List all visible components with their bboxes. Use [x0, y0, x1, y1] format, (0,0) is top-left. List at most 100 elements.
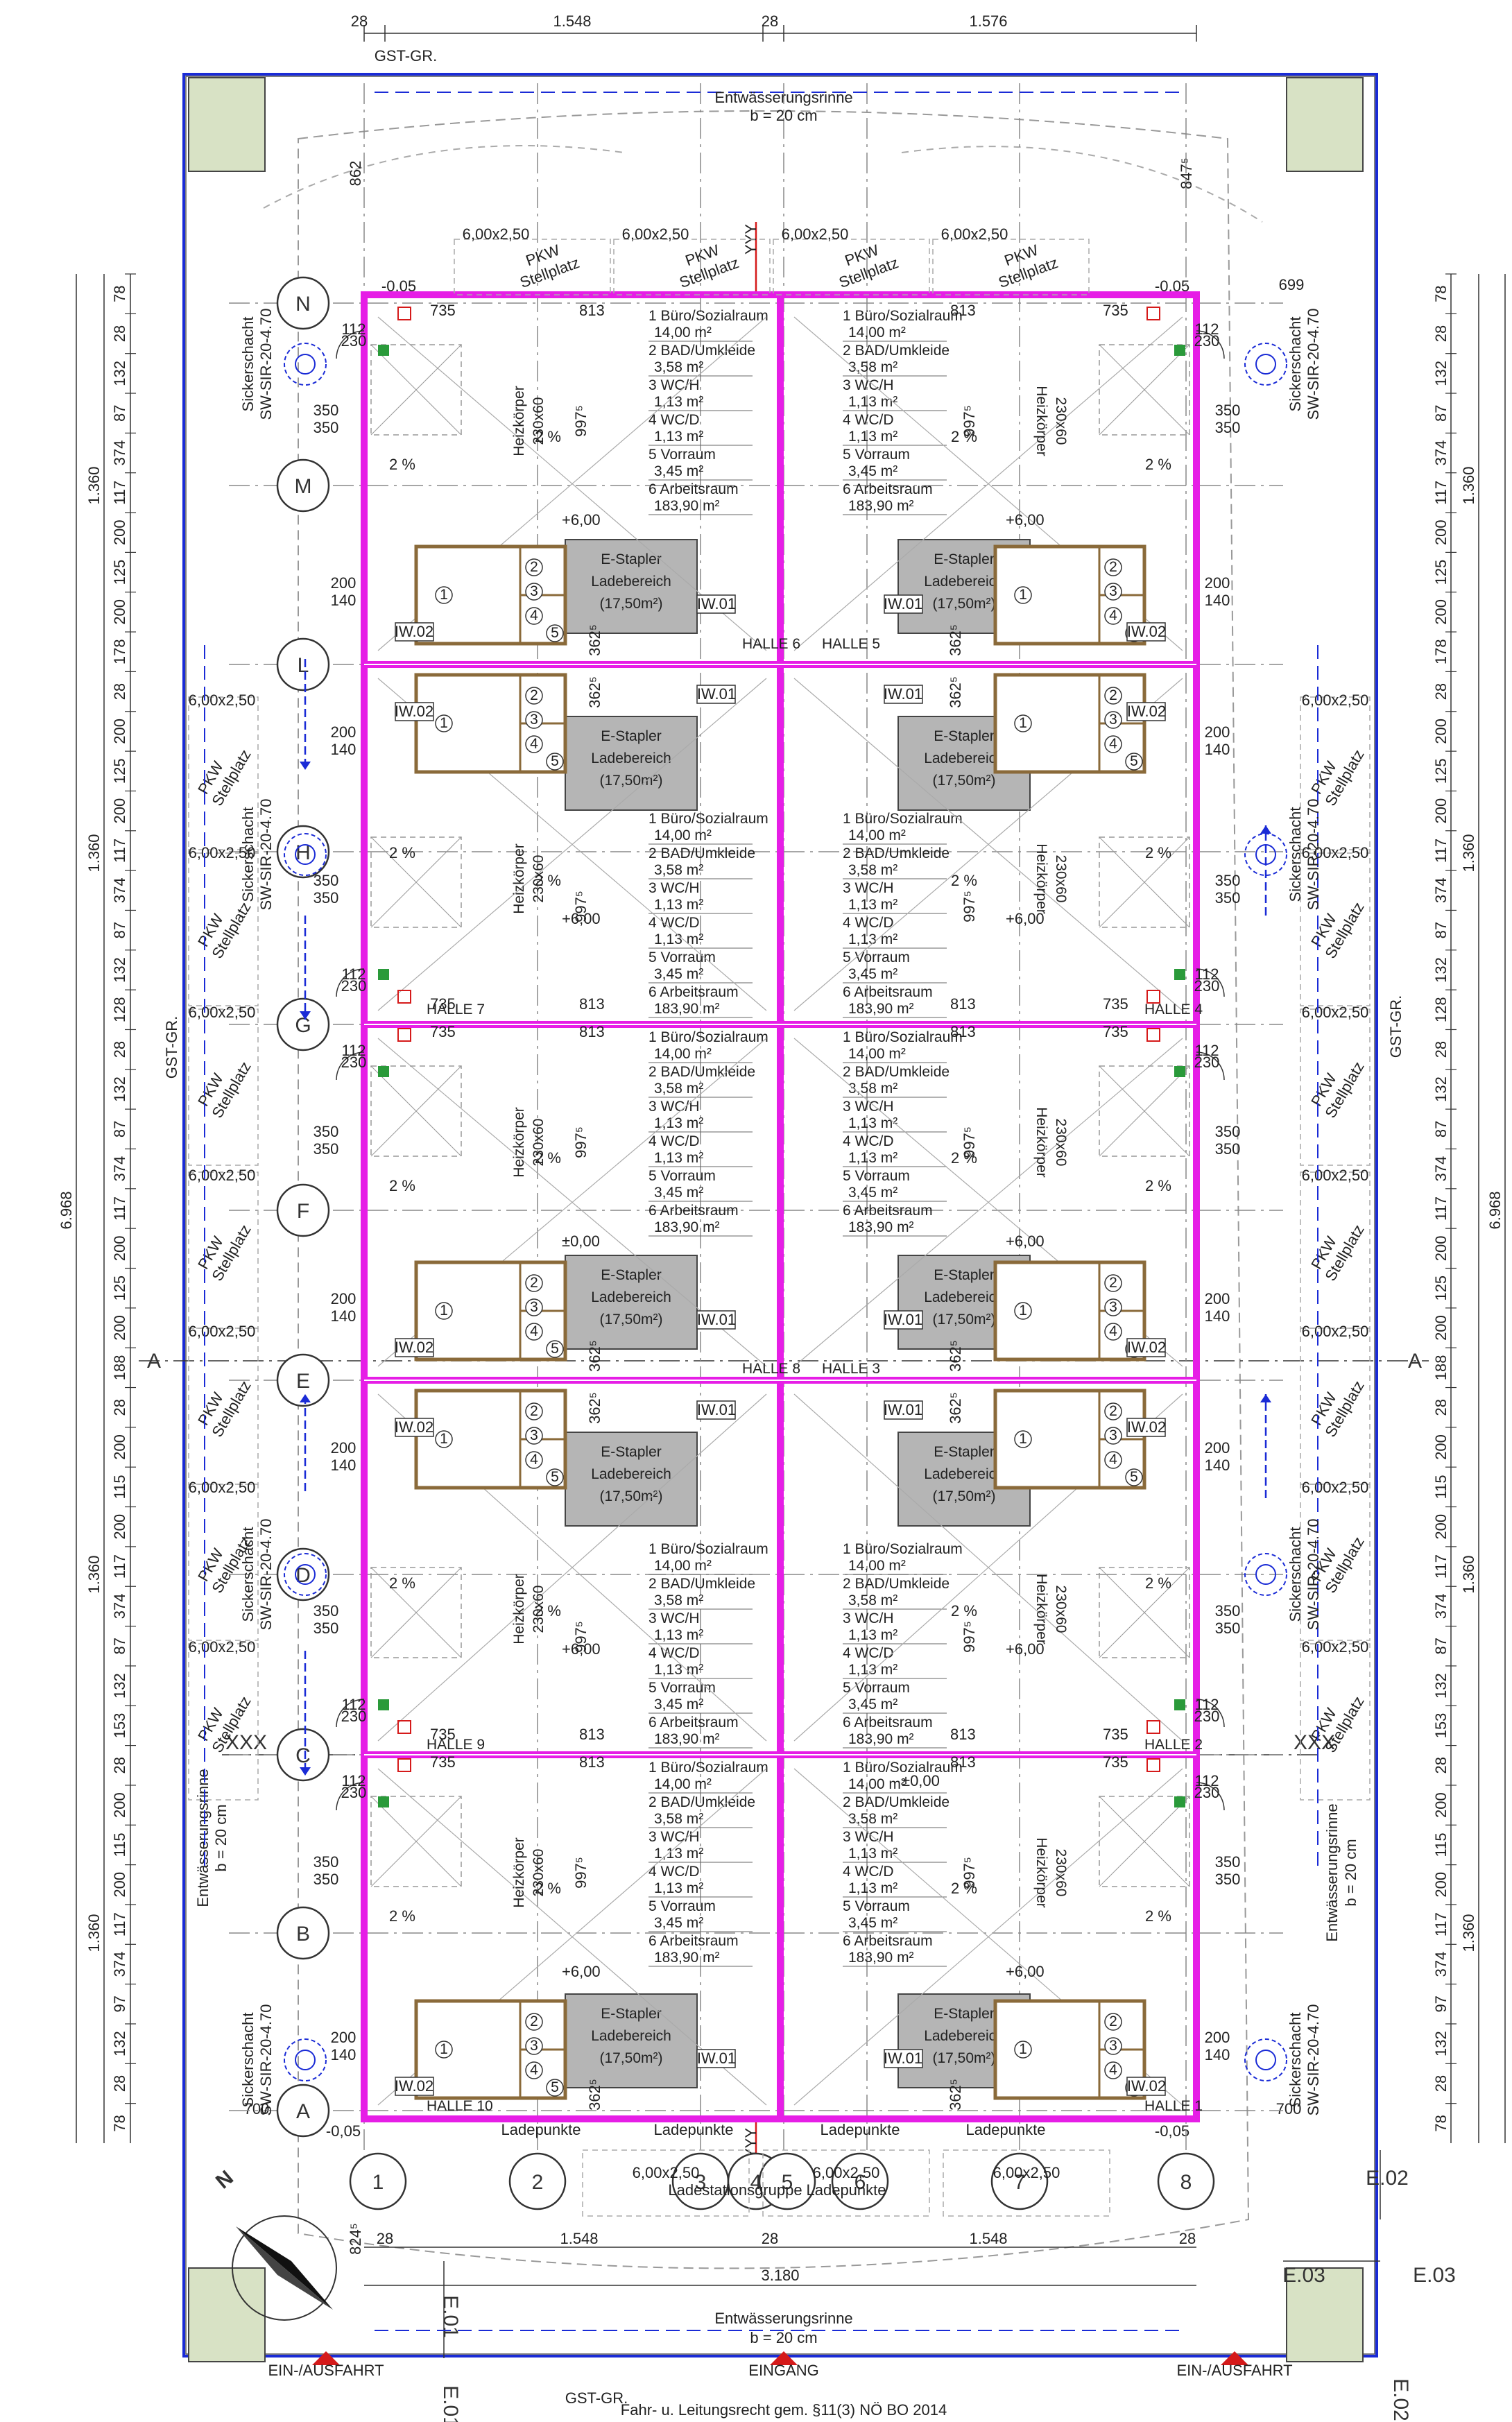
- wall-tag-label: IW.01: [697, 595, 736, 612]
- room-number-bubble: [546, 624, 564, 642]
- slope-label: 2 %: [951, 1149, 977, 1167]
- stapler-label: (17,50m²): [932, 596, 995, 612]
- wall-tag-label: IW.01: [697, 1311, 736, 1328]
- dim-230: 230: [341, 1708, 367, 1725]
- grid-col-bubble: [990, 2152, 1049, 2210]
- left-chain-dim: 374: [111, 1594, 128, 1620]
- wall-tag-label: IW.02: [395, 703, 433, 720]
- room-number: 2: [1109, 687, 1117, 703]
- wc-cell: [519, 594, 567, 645]
- seepage-spec: SW-SIR-20-4.70: [1305, 799, 1322, 911]
- diagonal: [793, 1038, 1183, 1367]
- ladepunkte-label: Ladepunkte: [807, 2181, 886, 2199]
- shaft: [1099, 1567, 1190, 1658]
- dim-140: 140: [1205, 1307, 1230, 1325]
- gst-label: GST-GR.: [375, 47, 437, 65]
- exit-sign-icon: [397, 307, 411, 320]
- dim-200: 200: [1205, 2029, 1230, 2046]
- stapler-label: E-Stapler: [601, 1444, 662, 1460]
- dim-997: 997⁵: [961, 891, 978, 922]
- dim-350: 350: [313, 872, 339, 889]
- dim-997: 997⁵: [572, 891, 590, 922]
- left-chain-dim: 200: [111, 1514, 128, 1540]
- room-area: 1,13 m²: [848, 931, 897, 947]
- left-chain-dim: 117: [111, 1912, 128, 1936]
- wall-tag: [1126, 1418, 1166, 1437]
- slope-label: 2 %: [1145, 1177, 1171, 1194]
- grid-row-bubble: [276, 458, 330, 513]
- stapler-label: (17,50m²): [932, 1312, 995, 1328]
- legal-note: Fahr- u. Leitungsrecht gem. §11(3) NÖ BO…: [621, 2401, 947, 2419]
- room-area: 183,90 m²: [654, 1219, 720, 1235]
- right-chain-dim: 125: [1432, 758, 1450, 784]
- seepage-shaft-icon: [1244, 2038, 1287, 2081]
- ladepunkte-label: Ladepunkte: [501, 2121, 581, 2138]
- room-number: 2: [530, 687, 538, 703]
- grid-row-bubble: [276, 637, 330, 692]
- room-area: 3,58 m²: [654, 1081, 703, 1097]
- left-chain-dim: 28: [111, 683, 128, 700]
- section-e03-label: E.03: [1413, 2264, 1456, 2287]
- room-name: 6 Arbeitsraum: [648, 1933, 739, 1949]
- room-number-bubble: [1125, 1468, 1143, 1486]
- room-area: 183,90 m²: [848, 1001, 914, 1017]
- first-aid-icon: [1174, 1699, 1185, 1710]
- left-chain-dim: 115: [111, 1832, 128, 1857]
- room-name: 4 WC/D: [648, 915, 700, 931]
- room-name: 4 WC/D: [843, 1133, 894, 1149]
- entrance-label: EIN-/AUSFAHRT: [268, 2362, 384, 2379]
- dim-735: 735: [1103, 1726, 1128, 1743]
- elevation: +6,00: [1006, 1963, 1045, 1980]
- seepage-spec: SW-SIR-20-4.70: [257, 309, 275, 420]
- exit-sign-icon: [1146, 1720, 1160, 1734]
- room-area: 183,90 m²: [654, 498, 720, 514]
- heater-size: 230x60: [1053, 855, 1069, 903]
- left-chain-dim: 374: [111, 440, 128, 466]
- exit-sign-icon: [397, 1720, 411, 1734]
- flow-arrow-head: [300, 762, 311, 770]
- right-chain-dim: 28: [1432, 2075, 1450, 2092]
- stapler-label: (17,50m²): [599, 773, 662, 789]
- dim-700: 700: [1276, 2100, 1302, 2118]
- room-number-bubble: [546, 753, 564, 771]
- room-number: 2: [530, 2013, 538, 2029]
- parking-size: 6,00x2,50: [1302, 1167, 1369, 1184]
- dim-112: 112: [1194, 1772, 1219, 1789]
- room-area: 183,90 m²: [848, 1219, 914, 1235]
- elev-label: -0,05: [1155, 2122, 1189, 2140]
- left-chain-dim: 28: [111, 2075, 128, 2092]
- seepage-shaft-icon: [284, 1553, 327, 1596]
- room-number-bubble: [1104, 583, 1122, 601]
- grid-row-label: N: [295, 293, 311, 316]
- room-number-bubble: [546, 1468, 564, 1486]
- seepage-shaft-core: [295, 1564, 316, 1585]
- dim-230: 230: [341, 1784, 367, 1801]
- elevation: +6,00: [1006, 1640, 1045, 1658]
- stapler-label: (17,50m²): [599, 1488, 662, 1504]
- room-name: 3 WC/H: [648, 377, 700, 393]
- shaft-cross: [370, 1567, 462, 1658]
- dim-362: 362⁵: [947, 676, 964, 708]
- parking-size: 6,00x2,50: [782, 225, 849, 243]
- wc-cell: [519, 2048, 567, 2099]
- room-number: 4: [1109, 1452, 1117, 1468]
- room-number: 3: [530, 583, 538, 599]
- shaft: [1099, 344, 1190, 436]
- wall-tag-label: IW.01: [884, 1311, 922, 1328]
- room-name: 2 BAD/Umkleide: [843, 845, 950, 861]
- heater-size: 230x60: [1053, 397, 1069, 445]
- stapler-area: [565, 1255, 698, 1350]
- right-chain-dim: 115: [1432, 1832, 1450, 1857]
- parking-size: 6,00x2,50: [1302, 1004, 1369, 1021]
- elevation: ±0,00: [562, 1233, 600, 1250]
- heater-size: 230x60: [1053, 1586, 1069, 1633]
- room-area: 1,13 m²: [654, 1662, 703, 1678]
- grid-col-bubble: [508, 2152, 567, 2210]
- room-number: 1: [440, 715, 448, 731]
- room-number-bubble: [1125, 753, 1143, 771]
- right-total: 1.360: [1460, 466, 1477, 504]
- wall-tag: [696, 1400, 736, 1420]
